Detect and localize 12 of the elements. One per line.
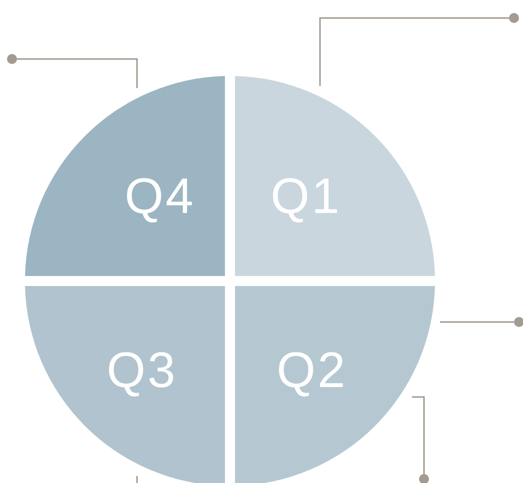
leader-line <box>136 476 138 483</box>
leader-line <box>319 17 509 86</box>
leader-line <box>412 396 425 474</box>
leader-line <box>17 58 138 88</box>
leader-dot <box>509 13 519 23</box>
leader-dot <box>419 474 429 483</box>
quadrant-label: Q4 <box>124 166 196 225</box>
leader-line <box>440 321 514 323</box>
leader-dot <box>514 317 523 327</box>
quadrant-label: Q2 <box>276 341 348 399</box>
quadrant-label: Q3 <box>106 341 178 399</box>
leader-dot <box>7 54 17 64</box>
